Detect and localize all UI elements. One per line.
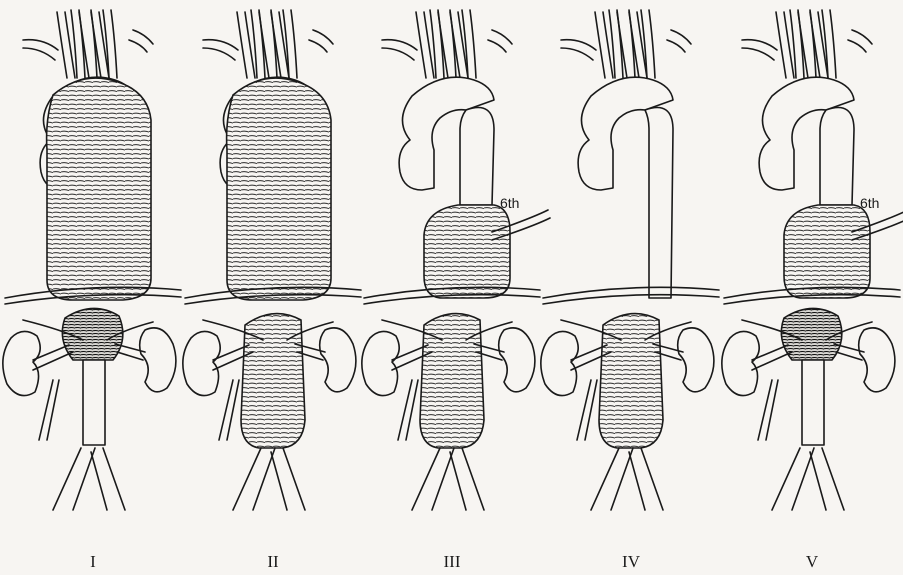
thoracic-aorta	[784, 108, 870, 299]
iliac-arteries	[233, 448, 305, 510]
iliac-arteries	[412, 448, 484, 510]
panel-label: I	[90, 552, 96, 571]
panel-1: I	[3, 10, 181, 571]
thoracic-aorta	[47, 78, 151, 300]
panel-2: II	[183, 10, 361, 571]
rib-label: 6th	[500, 195, 519, 211]
panel-label: II	[267, 552, 279, 571]
thoracic-aorta	[227, 78, 331, 300]
iliac-arteries	[53, 448, 125, 510]
abdominal-aorta	[781, 308, 842, 445]
iliac-arteries	[772, 448, 844, 510]
thoracic-aorta	[424, 108, 510, 299]
rib-label: 6th	[860, 195, 879, 211]
arch-branch-vessels	[203, 10, 333, 78]
diaphragm	[543, 287, 719, 304]
panel-label: III	[444, 552, 461, 571]
arch-branch-vessels	[561, 10, 691, 78]
arch-branch-vessels	[742, 10, 872, 78]
thoracic-aorta	[645, 108, 673, 299]
abdominal-aorta	[62, 308, 123, 445]
panel-label: IV	[622, 552, 641, 571]
iliac-arteries	[591, 448, 663, 510]
arch-branch-vessels	[382, 10, 512, 78]
panel-4: IV	[541, 10, 719, 571]
panel-label: V	[806, 552, 819, 571]
arch-branch-vessels	[23, 10, 153, 78]
